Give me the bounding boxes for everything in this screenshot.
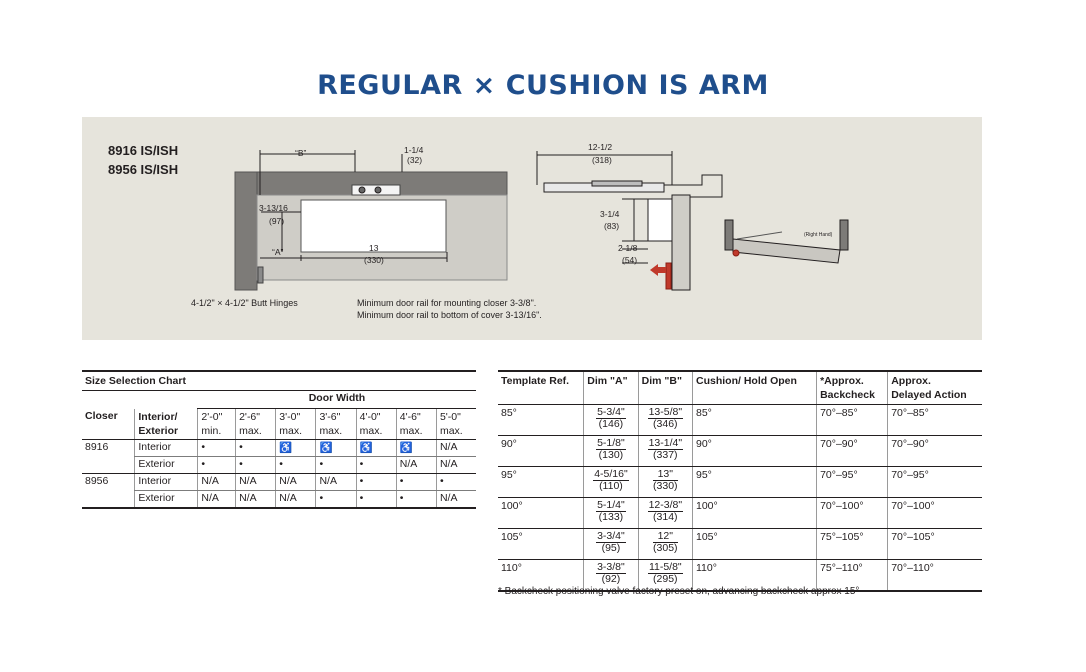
side-hinge bbox=[665, 262, 672, 290]
backcheck-footnote: * Backcheck positioning valve factory pr… bbox=[498, 586, 860, 597]
model-names: 8916 IS/ISH 8956 IS/ISH bbox=[108, 141, 178, 179]
table-row: 90° 5-1/8"(130) 13-1/4"(337) 90° 70°–90°… bbox=[498, 435, 982, 467]
side-door bbox=[671, 194, 691, 291]
table-row: 8916 Interior • • ♿ ♿ ♿ ♿ N/A bbox=[82, 439, 476, 457]
col-int-ext: Interior/ Exterior bbox=[134, 408, 198, 440]
size-selection-chart: Size Selection Chart Door Width Closer I… bbox=[82, 370, 476, 509]
size-chart-caption: Size Selection Chart bbox=[82, 370, 476, 391]
dim-3-1-4: 3-1/4 bbox=[600, 209, 620, 219]
hinges-note: 4-1/2" × 4-1/2" Butt Hinges bbox=[191, 298, 298, 308]
front-view bbox=[234, 150, 508, 291]
col-backcheck: *Approx.Backcheck bbox=[816, 370, 888, 405]
dim-a-label: “A” bbox=[272, 247, 284, 257]
dim-1-1-4: 1-1/4 bbox=[404, 145, 424, 155]
diagram-panel bbox=[82, 117, 982, 340]
dim-12-1-2: 12-1/2 bbox=[588, 142, 612, 152]
table-row: 8956 Interior N/A N/A N/A N/A • • • bbox=[82, 473, 476, 491]
hinge bbox=[257, 266, 264, 284]
door-width-header: Door Width bbox=[197, 390, 476, 409]
model-8956: 8956 IS/ISH bbox=[108, 162, 179, 177]
table-row: 110° 3-3/8"(92) 11-5/8"(295) 110° 75°–11… bbox=[498, 559, 982, 592]
frame-jamb bbox=[234, 171, 258, 291]
width-col-3: 3'-6"max. bbox=[315, 408, 357, 440]
col-template-ref: Template Ref. bbox=[498, 370, 584, 405]
col-dim-b: Dim "B" bbox=[637, 370, 693, 405]
dim-97: (97) bbox=[269, 216, 284, 226]
dim-318: (318) bbox=[592, 155, 612, 165]
template-reference-table: Template Ref. Dim "A" Dim "B" Cushion/ H… bbox=[498, 370, 982, 592]
table-row: 85° 5-3/4"(146) 13-5/8"(346) 85° 70°–85°… bbox=[498, 404, 982, 436]
installation-diagram: “B” 1-1/4 (32) 3-13/16 (97) “A” 13 (330)… bbox=[234, 142, 849, 291]
rail-note-2: Minimum door rail to bottom of cover 3-1… bbox=[357, 310, 542, 320]
rail-note-1: Minimum door rail for mounting closer 3-… bbox=[357, 298, 537, 308]
col-delayed: Approx.Delayed Action bbox=[887, 370, 982, 405]
col-cushion: Cushion/ Hold Open bbox=[691, 370, 817, 405]
right-hand-label: (Right Hand) bbox=[804, 232, 833, 238]
table-row: 105° 3-3/4"(95) 12"(305) 105° 75°–105° 7… bbox=[498, 528, 982, 560]
dim-83: (83) bbox=[604, 221, 619, 231]
table-row: 95° 4-5/16"(110) 13"(330) 95° 70°–95° 70… bbox=[498, 466, 982, 498]
side-closer bbox=[647, 198, 673, 242]
dim-13: 13 bbox=[369, 243, 379, 253]
width-col-6: 5'-0"max. bbox=[435, 408, 476, 440]
dim-2-1-8: 2-1/8 bbox=[618, 243, 638, 253]
arm-pivot bbox=[358, 186, 366, 194]
dim-32: (32) bbox=[407, 155, 422, 165]
table-row: Exterior N/A N/A N/A • • • N/A bbox=[82, 490, 476, 509]
model-8916: 8916 IS/ISH bbox=[108, 143, 179, 158]
page-title: REGULAR × CUSHION IS ARM bbox=[317, 70, 769, 101]
table-row: 100° 5-1/4"(133) 12-3/8"(314) 100° 70°–1… bbox=[498, 497, 982, 529]
width-col-4: 4'-0"max. bbox=[355, 408, 397, 440]
table-row: Exterior • • • • • N/A N/A bbox=[82, 456, 476, 474]
dim-330: (330) bbox=[364, 255, 384, 265]
width-col-1: 2'-6"max. bbox=[235, 408, 276, 440]
width-col-2: 3'-0"max. bbox=[275, 408, 316, 440]
side-view bbox=[536, 151, 723, 291]
dim-b-label: “B” bbox=[295, 148, 307, 158]
plan-pivot bbox=[732, 249, 740, 257]
col-closer: Closer bbox=[82, 408, 135, 440]
width-col-0: 2'-0"min. bbox=[197, 408, 236, 440]
closer-body bbox=[300, 199, 447, 253]
width-col-5: 4'-6"max. bbox=[395, 408, 437, 440]
plan-view bbox=[724, 219, 849, 264]
dim-54: (54) bbox=[622, 255, 637, 265]
dim-3-13-16: 3-13/16 bbox=[259, 203, 288, 213]
col-dim-a: Dim "A" bbox=[583, 370, 639, 405]
